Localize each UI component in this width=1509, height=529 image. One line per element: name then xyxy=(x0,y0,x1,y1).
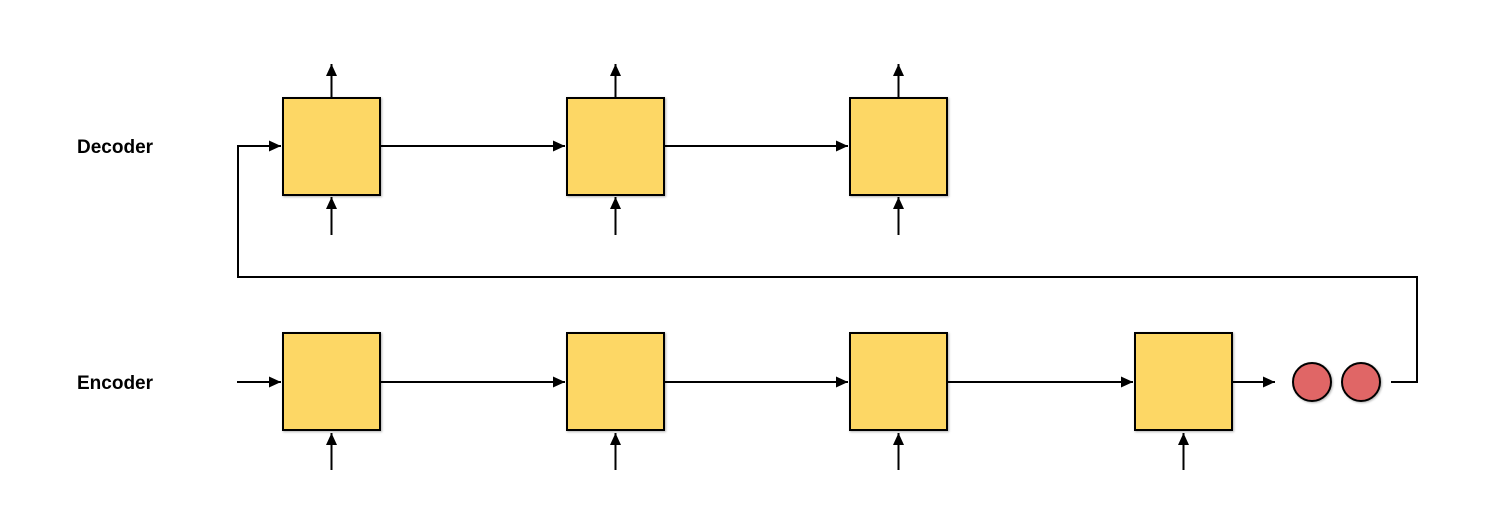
context-vector-circle xyxy=(1292,362,1332,402)
decoder-row: Decoder xyxy=(77,64,948,235)
decoder-rnn-cell xyxy=(849,97,948,196)
decoder-rnn-cell xyxy=(566,97,665,196)
encoder-rnn-cell xyxy=(1134,332,1233,431)
encoder-rnn-cell xyxy=(849,332,948,431)
decoder-block xyxy=(282,64,381,235)
decoder-block xyxy=(849,64,948,235)
context-vector xyxy=(1292,362,1381,402)
decoder-block xyxy=(566,64,665,235)
encoder-block xyxy=(282,332,381,470)
encoder-block xyxy=(566,332,665,470)
encoder-label: Encoder xyxy=(77,373,154,394)
decoder-label: Decoder xyxy=(77,137,154,158)
encoder-block xyxy=(849,332,948,470)
context-vector-circle xyxy=(1341,362,1381,402)
encoder-block xyxy=(1134,332,1233,470)
encoder-row: Encoder xyxy=(77,332,1381,470)
encoder-rnn-cell xyxy=(566,332,665,431)
context-feedback-connector xyxy=(237,140,1418,383)
decoder-rnn-cell xyxy=(282,97,381,196)
encoder-rnn-cell xyxy=(282,332,381,431)
